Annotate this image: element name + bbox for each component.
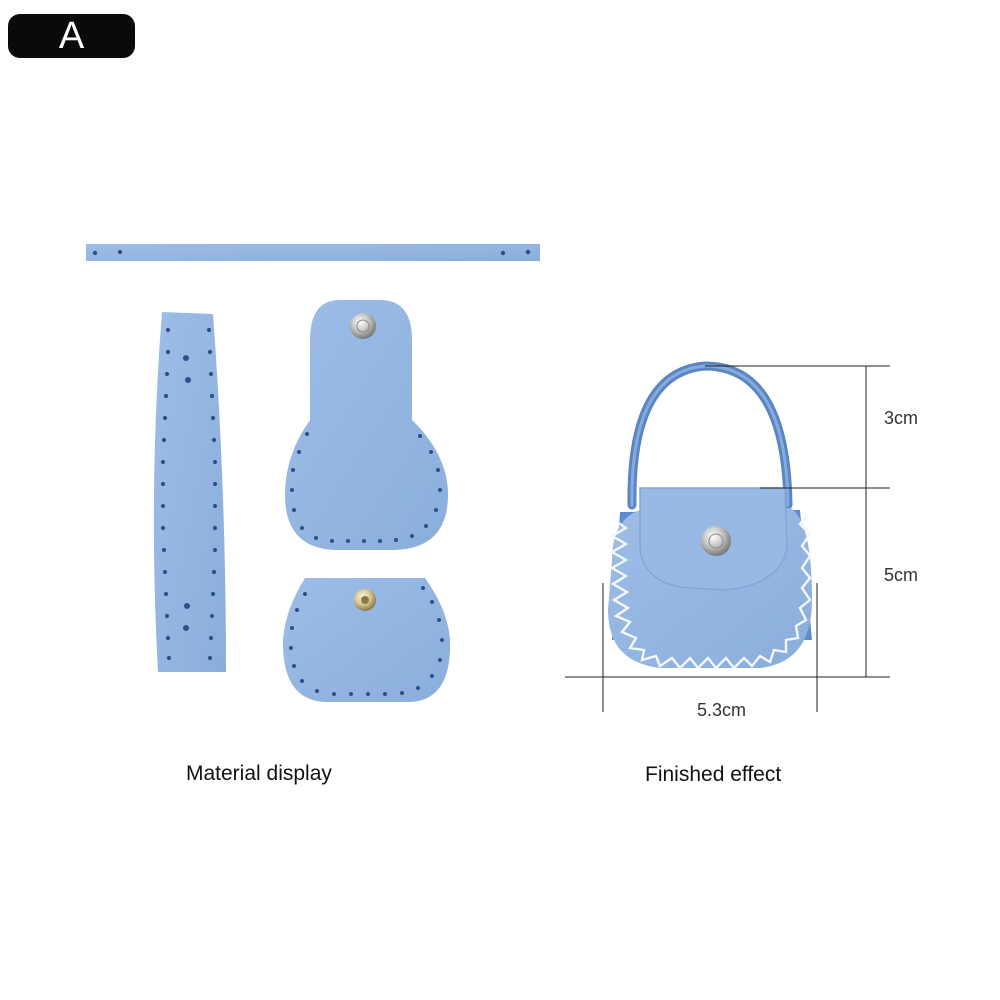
leather-back-flap [285, 300, 448, 550]
leather-side-panel [153, 312, 226, 672]
back-flap-holes [290, 432, 442, 543]
bag-snap-button [701, 526, 731, 556]
material-caption: Material display [186, 762, 332, 785]
strap-height-label: 3cm [884, 408, 919, 428]
finished-caption: Finished effect [645, 763, 782, 786]
leather-front-panel [282, 578, 451, 702]
mini-leather-bag [608, 361, 812, 670]
front-panel-holes [289, 586, 444, 696]
badge-label: A [58, 15, 85, 57]
width-label: 5.3cm [697, 700, 747, 720]
body-height-label: 5cm [884, 565, 919, 585]
leather-strap [86, 244, 540, 261]
label-badge: A [8, 14, 135, 58]
dimension-lines [565, 365, 890, 712]
side-panel-holes [160, 327, 218, 661]
snap-button [350, 313, 376, 339]
